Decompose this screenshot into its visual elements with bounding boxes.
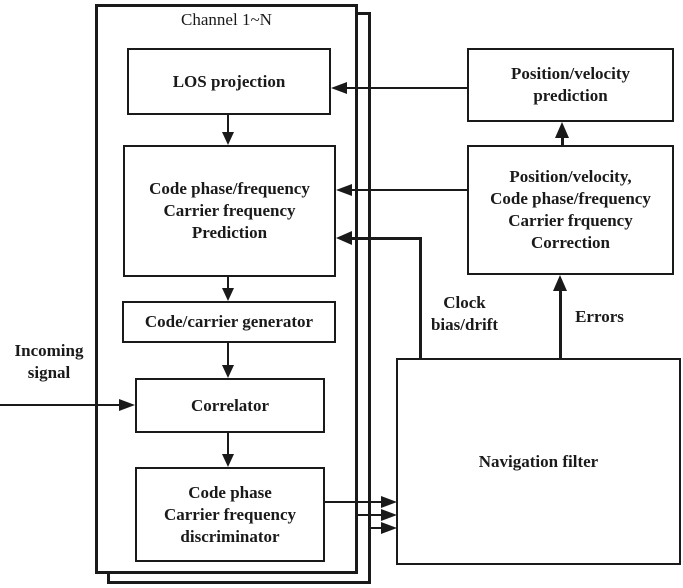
discriminator-label-line3: discriminator [180,526,280,546]
clock-bias-vertical-line [419,238,422,358]
line-correction-to-pv-prediction [561,137,564,146]
code-prediction-label-line1: Code phase/frequency [149,179,310,198]
navigation-filter-label: Navigation filter [478,451,599,471]
arrowhead-right-into-nav-filter-2 [381,509,397,521]
discriminator-output-line-2 [357,514,381,516]
flow-line-prediction-to-generator [227,277,229,290]
arrowhead-left-into-code-prediction-upper [336,184,352,196]
code-prediction-label-line2: Carrier frequency [163,201,296,220]
arrowhead-up-into-pv-prediction [555,122,569,138]
arrowhead-right-into-nav-filter-1 [381,496,397,508]
line-pv-prediction-to-los [347,87,467,89]
clock-bias-drift-label-line2: bias/drift [430,315,499,334]
channel-group-label: Channel 1~N [181,10,272,29]
los-projection-box: LOS projection [127,48,331,115]
arrowhead-left-into-code-prediction-lower [336,231,352,245]
discriminator-label-line2: Carrier frequency [163,504,297,524]
arrowhead-right-into-correlator [119,399,135,411]
discriminator-box: Code phase Carrier frequency discriminat… [135,467,325,562]
arrowhead-left-into-los [331,82,347,94]
position-velocity-prediction-label-line2: prediction [533,86,608,105]
navigation-filter-box: Navigation filter [396,358,681,565]
correction-label-line3: Carrier frquency [508,211,633,230]
errors-line [559,290,562,358]
arrowhead-right-into-nav-filter-3 [381,522,397,534]
code-carrier-generator-box: Code/carrier generator [122,301,336,343]
arrowhead-up-into-correction [553,275,567,291]
clock-bias-horizontal-line [352,237,422,240]
discriminator-output-line-3 [370,527,381,529]
clock-bias-drift-label-line1: Clock [443,293,486,312]
correction-label-line4: Correction [531,233,610,252]
clock-bias-drift-label: Clock bias/drift [412,292,517,336]
incoming-signal-label: Incoming signal [0,340,98,384]
correction-box: Position/velocity, Code phase/frequency … [467,145,674,275]
correction-label-line2: Code phase/frequency [490,189,651,208]
flow-line-correlator-to-discriminator [227,433,229,456]
arrowhead-down-into-generator [222,288,234,301]
code-prediction-box: Code phase/frequency Carrier frequency P… [123,145,336,277]
discriminator-output-line-1 [325,501,381,503]
flow-line-generator-to-correlator [227,343,229,367]
correlator-label: Correlator [190,395,270,415]
discriminator-label-line1: Code phase [188,482,272,502]
code-carrier-generator-label: Code/carrier generator [144,312,314,331]
incoming-signal-line [0,404,119,406]
line-correction-to-code-prediction [352,189,467,191]
correlator-box: Correlator [135,378,325,433]
arrowhead-down-into-prediction [222,132,234,145]
code-prediction-label-line3: Prediction [191,223,268,242]
arrowhead-down-into-correlator [222,365,234,378]
incoming-signal-label-line2: signal [27,363,71,382]
position-velocity-prediction-box: Position/velocity prediction [467,48,674,122]
los-projection-label: LOS projection [172,71,286,91]
flow-line-los-to-prediction [227,115,229,135]
errors-label: Errors [575,307,624,326]
incoming-signal-label-line1: Incoming [14,341,84,360]
arrowhead-down-into-discriminator [222,454,234,467]
correction-label-line1: Position/velocity, [509,167,632,186]
position-velocity-prediction-label-line1: Position/velocity [511,64,630,83]
